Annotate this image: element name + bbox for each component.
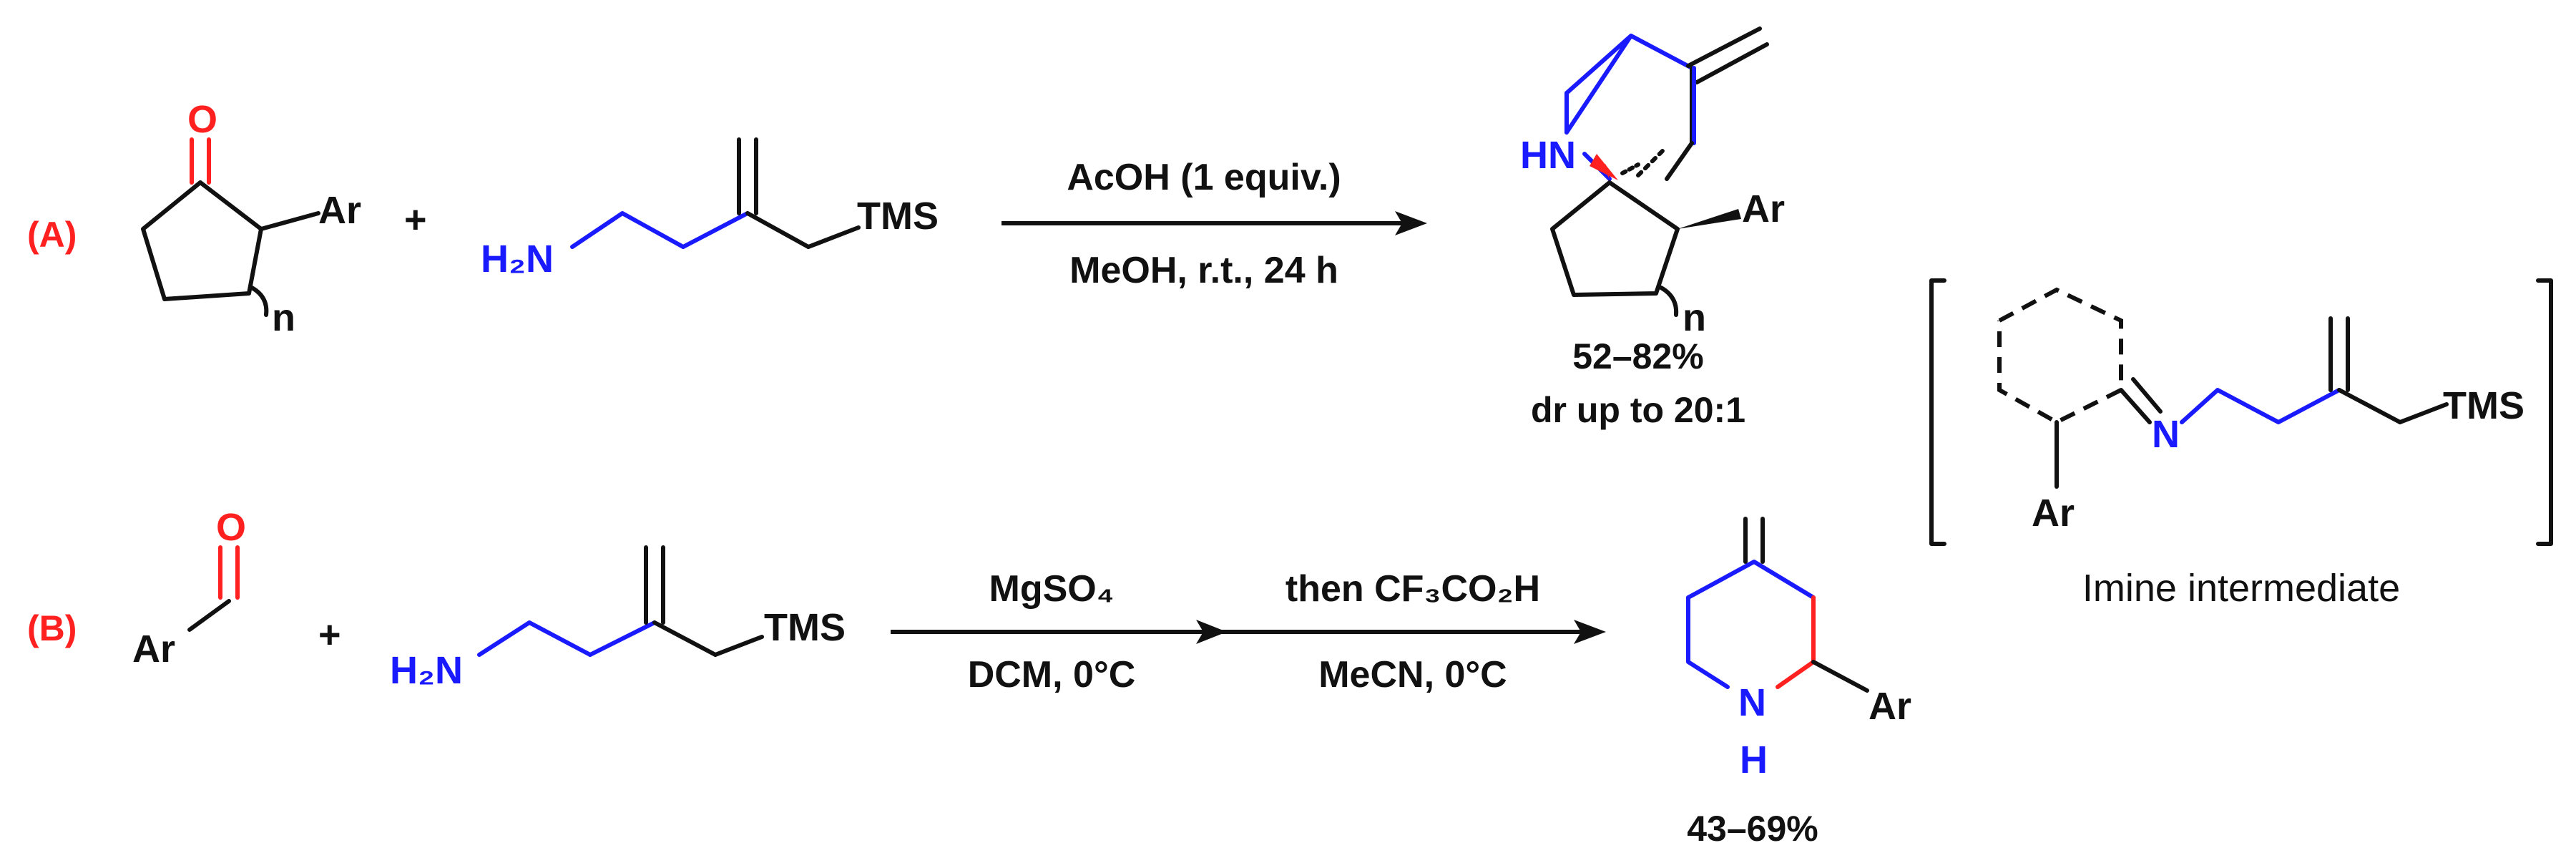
amine-b-structure (477, 545, 764, 657)
spiro-ar: Ar (1742, 187, 1785, 230)
piperidine-n: N (1738, 681, 1766, 724)
piperidine-h: H (1740, 738, 1768, 781)
arrow-b-head-1 (1196, 620, 1227, 644)
ketone-ring-index: n (272, 296, 295, 339)
product-b-yield: 43–69% (1687, 809, 1818, 849)
aldehyde-ar: Ar (132, 628, 175, 671)
amine-a-tms: TMS (857, 195, 939, 238)
aldehyde-oxygen: O (216, 506, 246, 549)
reagent-b-step2-bottom: MeCN, 0°C (1318, 654, 1507, 696)
imine-structure (1997, 287, 2449, 489)
plus-sign-a: + (404, 198, 427, 241)
piperidine-product-structure (1686, 517, 1869, 693)
imine-tms: TMS (2443, 384, 2524, 427)
piperidine-ar: Ar (1869, 685, 1911, 728)
amine-b-tms: TMS (764, 606, 846, 649)
ketone-ar: Ar (318, 189, 361, 232)
spiro-nh: HN (1520, 134, 1576, 177)
reagent-b-step2-top: then CF₃CO₂H (1285, 568, 1540, 610)
scheme-a-label: (A) (27, 215, 77, 255)
arrow-b-head-2 (1574, 620, 1606, 644)
imine-n: N (2152, 413, 2180, 456)
reagent-a-top: AcOH (1 equiv.) (1067, 157, 1341, 198)
product-a-yield: 52–82% (1572, 336, 1704, 376)
imine-ar: Ar (2032, 492, 2075, 535)
imine-caption: Imine intermediate (2082, 567, 2400, 610)
reagent-a-bottom: MeOH, r.t., 24 h (1069, 250, 1338, 291)
amine-a-structure (570, 137, 861, 249)
aldehyde-structure (187, 545, 240, 632)
amine-b-nh2: H₂N (390, 649, 463, 692)
product-a-dr: dr up to 20:1 (1531, 390, 1745, 430)
scheme-b-label: (B) (27, 608, 77, 648)
reagent-b-step1-top: MgSO₄ (989, 568, 1115, 610)
plus-sign-b: + (318, 613, 341, 656)
spiro-ring-index: n (1683, 296, 1706, 339)
arrow-a-head (1395, 211, 1427, 235)
reagent-b-step1-bottom: DCM, 0°C (968, 654, 1136, 696)
amine-a-nh2: H₂N (481, 238, 554, 281)
spiro-product-structure (1550, 26, 1769, 317)
imine-brackets (1929, 278, 2553, 546)
ketone-structure (141, 137, 320, 317)
ketone-oxygen: O (187, 98, 217, 141)
